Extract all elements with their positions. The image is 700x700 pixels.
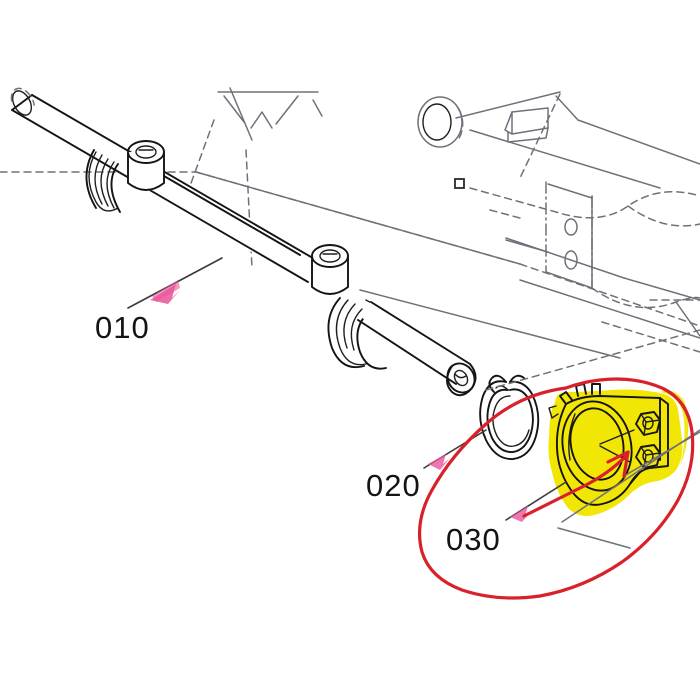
boss-upper-2: [311, 244, 349, 295]
square-datum-marker: [454, 178, 465, 189]
background-frame-structure: [0, 87, 700, 359]
frame-mounting-plate: [505, 181, 593, 289]
frame-boss-ring: [417, 96, 464, 148]
red-circle-annotation[interactable]: [417, 377, 695, 600]
barrel-band-1: [85, 149, 121, 213]
part-010-hydraulic-cylinder: [10, 87, 521, 397]
part-label-020: 020: [366, 468, 421, 503]
rod-end-eye: [446, 362, 477, 397]
part-label-030: 030: [446, 522, 501, 557]
boss-upper-1: [127, 140, 165, 191]
part-label-010: 010: [95, 310, 150, 345]
frame-lug-tab: [504, 107, 549, 143]
part-030-mount-bracket: [548, 383, 689, 516]
bracket-bolt-boss-upper: [635, 411, 661, 436]
assembly-centerlines: [485, 263, 700, 549]
leader-lines: [127, 257, 567, 522]
bracket-main-bore: [561, 400, 633, 492]
part-020-snap-ring: [479, 374, 540, 460]
